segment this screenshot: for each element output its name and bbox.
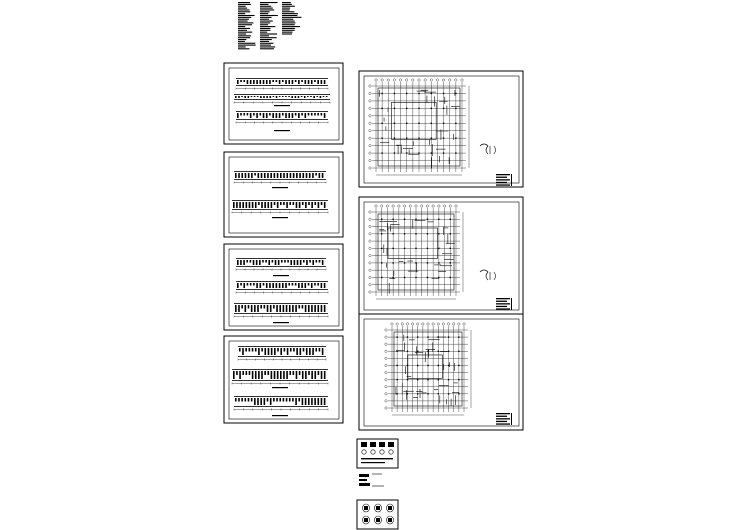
plan-sheet-1 <box>358 70 524 188</box>
plan-sheet-2 <box>358 196 524 315</box>
elevation-sheet-1 <box>223 62 344 145</box>
detail-sheet-1 <box>356 438 399 469</box>
elevation-sheet-3 <box>223 243 344 331</box>
elevation-sheet-4 <box>223 335 344 424</box>
notes-text-block <box>238 2 302 50</box>
elevation-sheet-2 <box>223 151 344 238</box>
detail-sheet-2 <box>359 473 384 487</box>
detail-sheet-3 <box>356 499 399 530</box>
plan-sheet-3 <box>358 313 524 431</box>
